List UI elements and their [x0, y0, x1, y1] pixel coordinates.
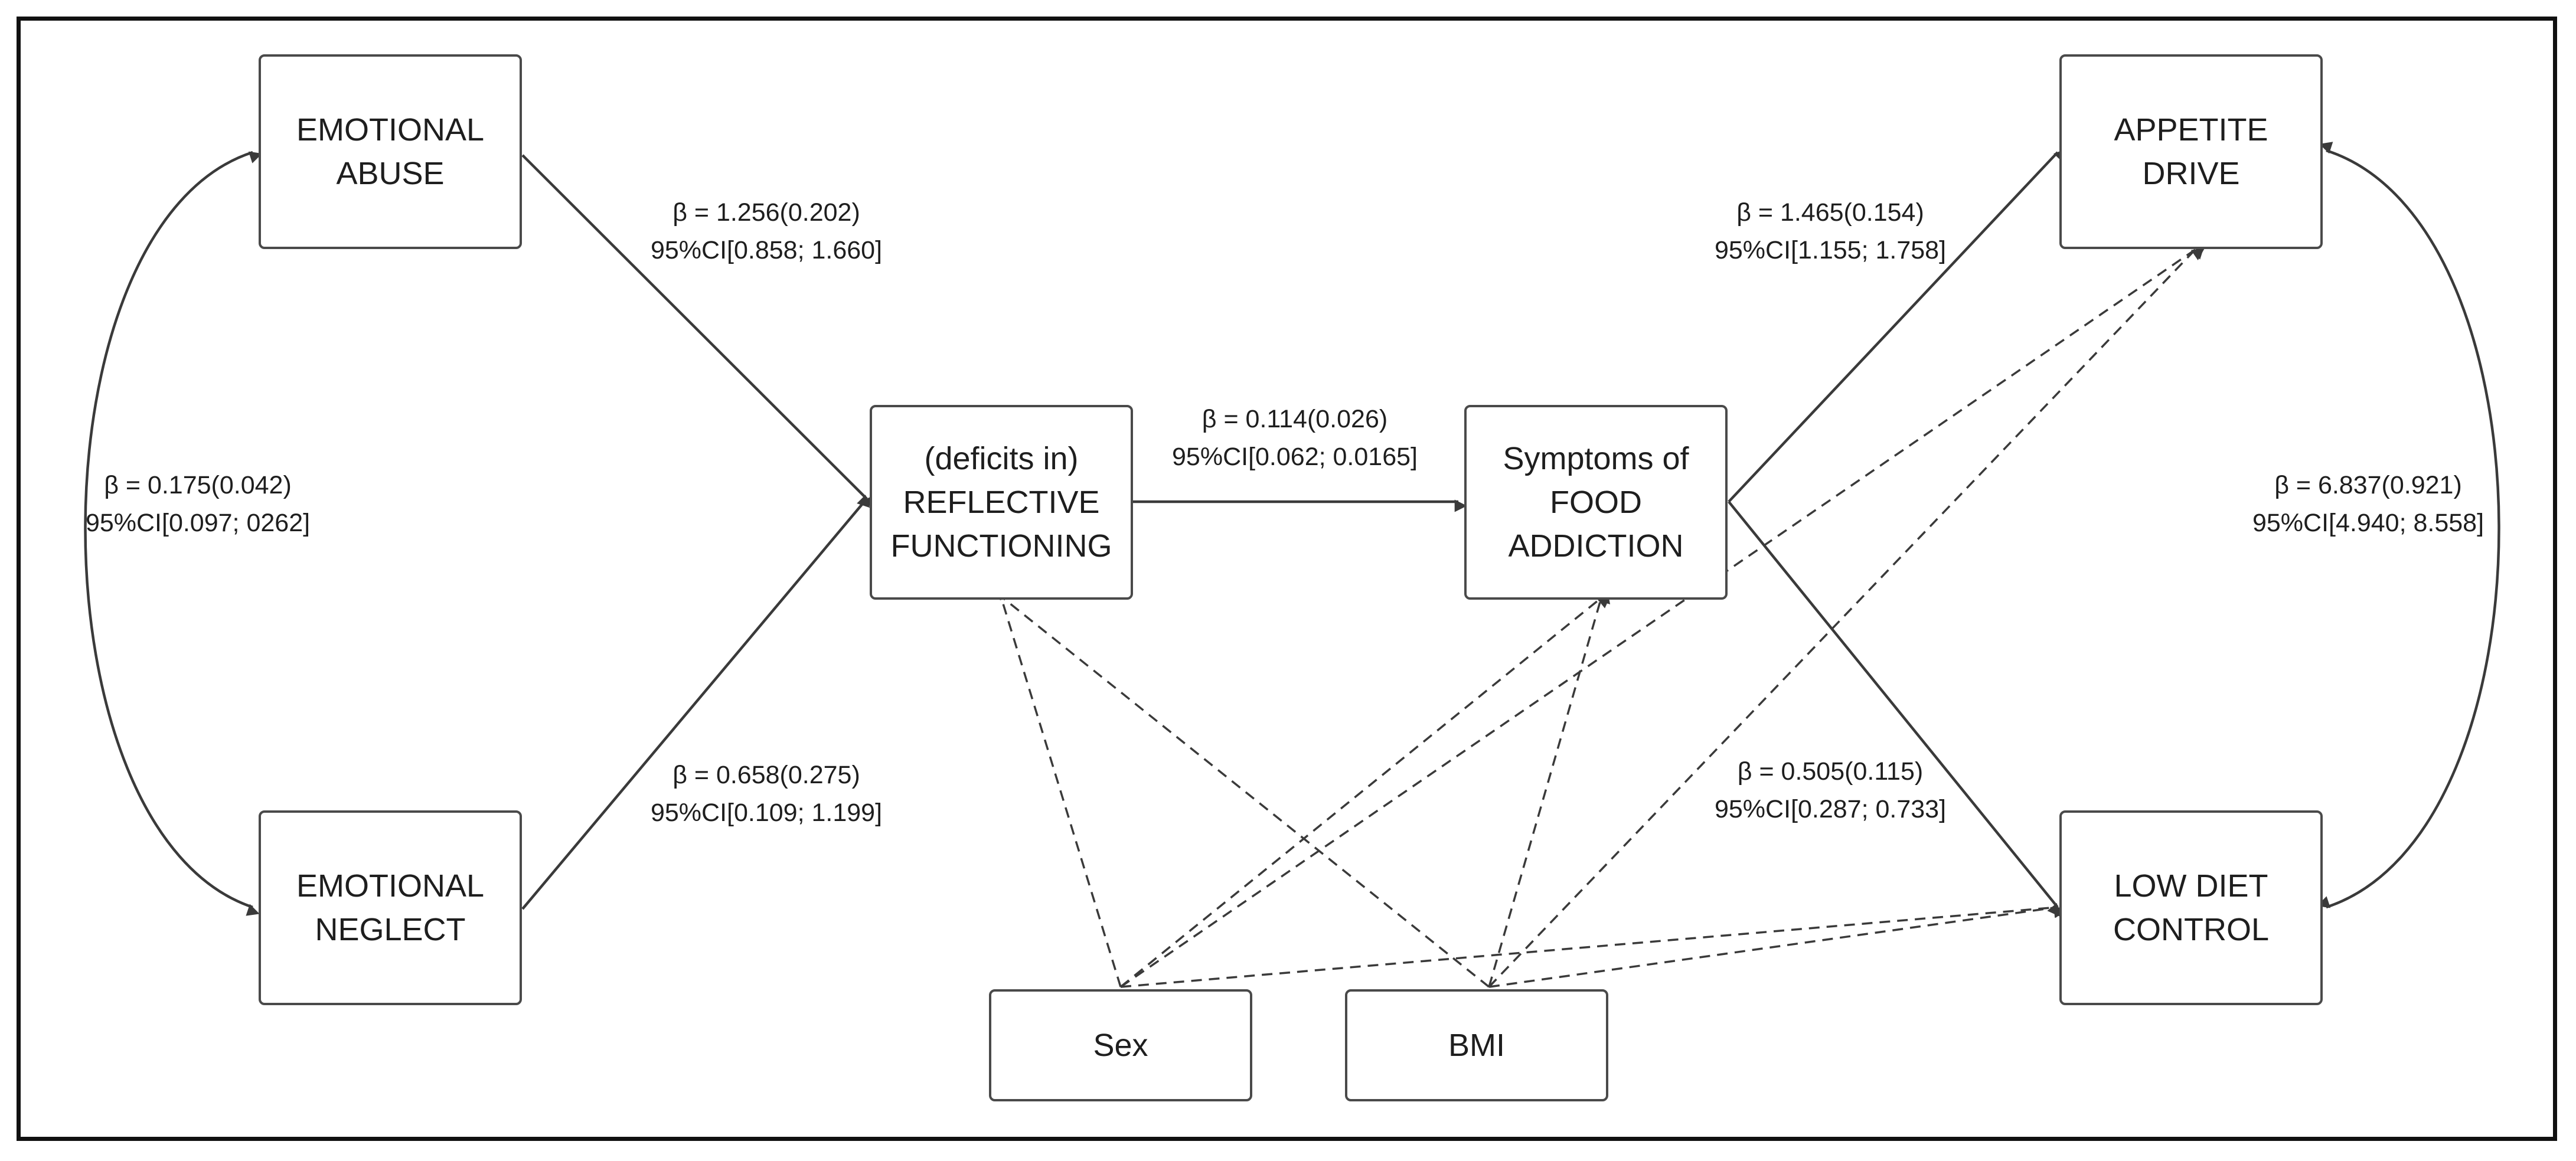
- node-emotional-abuse: EMOTIONAL ABUSE: [259, 54, 522, 249]
- dashed-bmi-to-fa: [1488, 590, 1611, 987]
- label-fa-to-appetite: β = 1.465(0.154) 95%CI[1.155; 1.758]: [1715, 194, 1946, 269]
- arrow-abuse-neglect-covariance: [84, 151, 263, 916]
- label-rf-to-fa-beta: β = 0.114(0.026): [1202, 405, 1388, 433]
- node-sex: Sex: [989, 989, 1252, 1101]
- arrow-neglect-to-rf: [521, 495, 876, 910]
- label-abuse-to-rf: β = 1.256(0.202) 95%CI[0.858; 1.660]: [651, 194, 882, 269]
- arrow-fa-to-appetite: [1728, 149, 2067, 503]
- node-emotional-neglect: EMOTIONAL NEGLECT: [259, 810, 522, 1005]
- arrow-appetite-diet-covariance: [2316, 142, 2500, 909]
- node-emotional-abuse-line-1: EMOTIONAL: [296, 112, 485, 148]
- label-abuse-neglect-covariance-ci: 95%CI[0.097; 0262]: [85, 509, 311, 537]
- node-low-diet-control-line-2: CONTROL: [2113, 912, 2269, 947]
- node-reflective-functioning: (deficits in) REFLECTIVE FUNCTIONING: [870, 405, 1133, 600]
- dashed-sex-to-rf: [1000, 586, 1122, 987]
- node-low-diet-control-line-1: LOW DIET: [2114, 868, 2268, 904]
- node-food-addiction-line-2: FOOD: [1550, 485, 1642, 520]
- label-abuse-to-rf-ci: 95%CI[0.858; 1.660]: [650, 236, 883, 264]
- node-bmi: BMI: [1345, 989, 1608, 1101]
- label-rf-to-fa-ci: 95%CI[0.062; 0.0165]: [1172, 443, 1418, 471]
- dashed-sex-to-appetite: [1120, 248, 2205, 988]
- label-abuse-to-rf-beta: β = 1.256(0.202): [672, 198, 860, 227]
- label-fa-to-diet: β = 0.505(0.115) 95%CI[0.287; 0.733]: [1715, 753, 1946, 828]
- node-reflective-functioning-line-2: REFLECTIVE: [903, 485, 1100, 520]
- label-appetite-diet-covariance-ci: 95%CI[4.940; 8.558]: [2252, 509, 2484, 537]
- label-abuse-neglect-covariance: β = 0.175(0.042) 95%CI[0.097; 0262]: [86, 466, 310, 542]
- node-food-addiction: Symptoms of FOOD ADDICTION: [1464, 405, 1728, 600]
- node-food-addiction-line-1: Symptoms of: [1503, 441, 1689, 476]
- node-reflective-functioning-line-3: FUNCTIONING: [890, 528, 1112, 564]
- node-emotional-neglect-line-2: NEGLECT: [315, 912, 466, 947]
- label-neglect-to-rf-ci: 95%CI[0.109; 1.199]: [650, 799, 883, 827]
- label-fa-to-diet-ci: 95%CI[0.287; 0.733]: [1714, 795, 1947, 823]
- label-neglect-to-rf: β = 0.658(0.275) 95%CI[0.109; 1.199]: [651, 756, 882, 832]
- node-appetite-drive: APPETITE DRIVE: [2059, 54, 2323, 249]
- label-abuse-neglect-covariance-beta: β = 0.175(0.042): [104, 471, 292, 499]
- label-appetite-diet-covariance-beta: β = 6.837(0.921): [2274, 471, 2462, 499]
- dashed-bmi-to-appetite: [1488, 246, 2205, 988]
- diagram-frame: [17, 17, 2557, 1141]
- node-appetite-drive-line-2: DRIVE: [2142, 156, 2240, 191]
- label-fa-to-diet-beta: β = 0.505(0.115): [1737, 757, 1924, 786]
- label-fa-to-appetite-ci: 95%CI[1.155; 1.758]: [1714, 236, 1947, 264]
- node-emotional-abuse-line-2: ABUSE: [336, 156, 445, 191]
- node-reflective-functioning-line-1: (deficits in): [924, 441, 1079, 476]
- label-fa-to-appetite-beta: β = 1.465(0.154): [1736, 198, 1924, 227]
- arrow-abuse-to-rf: [521, 154, 870, 508]
- dashed-bmi-to-rf: [996, 587, 1490, 988]
- node-food-addiction-line-3: ADDICTION: [1508, 528, 1684, 564]
- dashed-sex-to-diet: [1120, 905, 2067, 988]
- node-sex-label: Sex: [1093, 1028, 1148, 1063]
- dashed-bmi-to-diet: [1488, 905, 2067, 988]
- label-rf-to-fa: β = 0.114(0.026) 95%CI[0.062; 0.0165]: [1172, 400, 1418, 476]
- arrow-fa-to-diet: [1728, 501, 2060, 917]
- label-neglect-to-rf-beta: β = 0.658(0.275): [672, 761, 860, 789]
- node-emotional-neglect-line-1: EMOTIONAL: [296, 868, 485, 904]
- node-bmi-label: BMI: [1448, 1028, 1505, 1063]
- node-low-diet-control: LOW DIET CONTROL: [2059, 810, 2323, 1005]
- dashed-sex-to-fa: [1119, 596, 1611, 988]
- label-appetite-diet-covariance: β = 6.837(0.921) 95%CI[4.940; 8.558]: [2252, 466, 2484, 542]
- node-appetite-drive-line-1: APPETITE: [2114, 112, 2268, 148]
